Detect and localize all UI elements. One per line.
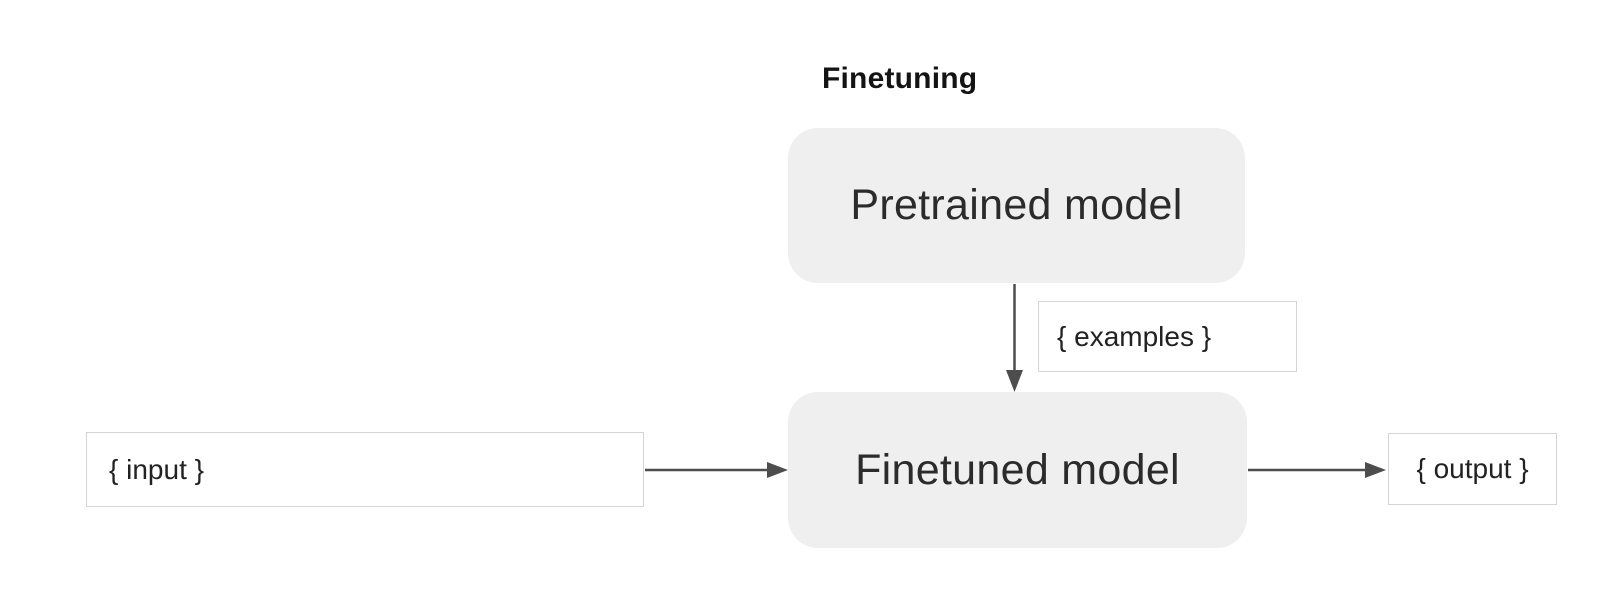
examples-label-box: { examples } xyxy=(1038,301,1297,372)
arrow-finetuned-to-output xyxy=(1248,462,1386,478)
examples-label: { examples } xyxy=(1057,320,1212,352)
arrow-input-to-finetuned xyxy=(645,462,788,478)
diagram-title: Finetuning xyxy=(822,62,978,95)
node-pretrained-model: Pretrained model xyxy=(788,128,1245,283)
input-label: { input } xyxy=(109,453,204,485)
output-label-box: { output } xyxy=(1388,433,1557,505)
input-label-box: { input } xyxy=(86,432,644,507)
arrow-pretrained-to-finetuned xyxy=(1006,284,1023,392)
node-finetuned-model: Finetuned model xyxy=(788,392,1247,548)
output-label: { output } xyxy=(1416,453,1529,484)
node-finetuned-model-label: Finetuned model xyxy=(855,445,1180,494)
node-pretrained-model-label: Pretrained model xyxy=(850,181,1183,229)
